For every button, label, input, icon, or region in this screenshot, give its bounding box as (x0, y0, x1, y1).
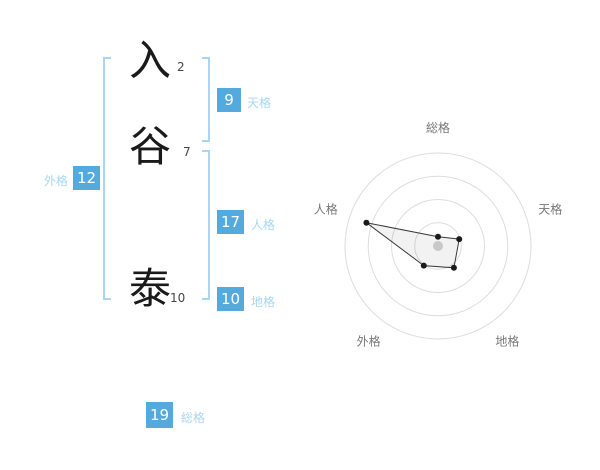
radar-axis-label: 人格 (314, 202, 338, 217)
soukaku-value-badge: 19 (146, 402, 174, 428)
gaikaku-label: 外格 (44, 174, 69, 188)
chikaku-label: 地格 (251, 295, 276, 309)
stroke-count-1: 2 (177, 60, 185, 74)
jinkaku-value-badge: 17 (217, 210, 245, 234)
tenkaku-value-badge: 9 (217, 88, 241, 112)
chikaku-value-badge: 10 (217, 287, 245, 311)
jinkaku-label: 人格 (251, 218, 276, 232)
tenkaku-label: 天格 (247, 96, 272, 110)
name-character-3: 泰 (128, 264, 171, 313)
radar-axis-label: 地格 (495, 334, 519, 349)
gaikaku-value-badge: 12 (73, 166, 101, 190)
radar-axis-label: 天格 (538, 202, 562, 217)
jinkaku-bracket (202, 150, 210, 300)
name-character-2: 谷 (128, 122, 171, 171)
stroke-count-3: 10 (170, 291, 186, 305)
gaikaku-bracket (103, 57, 111, 300)
radar-axis-label: 外格 (357, 334, 381, 349)
soukaku-label: 総格 (181, 411, 206, 425)
name-character-1: 入 (128, 36, 171, 85)
tenkaku-bracket (202, 57, 210, 142)
stroke-count-2: 7 (183, 145, 191, 159)
radar-axis-label: 総格 (426, 120, 450, 135)
